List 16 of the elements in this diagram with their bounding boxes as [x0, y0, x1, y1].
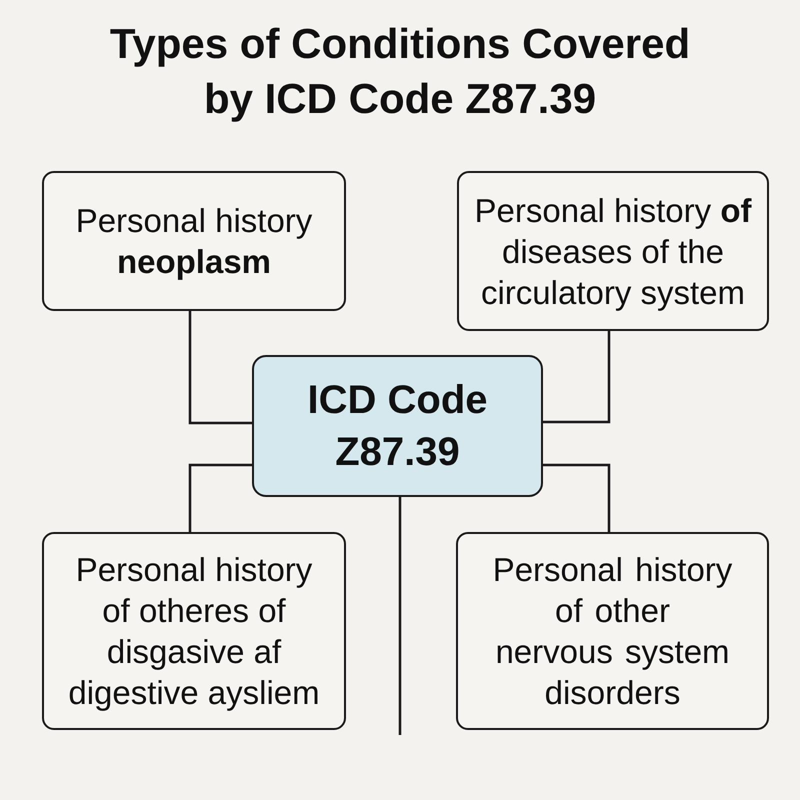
condition-box: [457, 171, 769, 331]
code-box: [252, 355, 543, 497]
condition-label: Personal history of diseases of the circulatory system: [474, 190, 752, 312]
condition-box: [42, 532, 346, 730]
condition-label: Personal history neoplasm: [74, 201, 314, 282]
connector-line: [188, 464, 252, 532]
condition-label: Personal history of otheres of disgasive af digestive aysliem: [67, 550, 321, 713]
title: Types of Conditions Covered by ICD Code Z87.39: [108, 19, 692, 124]
code-label: ICD Code Z87.39: [306, 377, 488, 476]
connector-line: [188, 311, 252, 424]
condition-box: [42, 171, 346, 311]
condition-box: [456, 532, 769, 730]
connector-line: [543, 464, 610, 532]
connector-line: [543, 331, 610, 424]
condition-label: Personal history of other nervous system disorders: [492, 550, 734, 713]
connector-line: [398, 497, 402, 736]
